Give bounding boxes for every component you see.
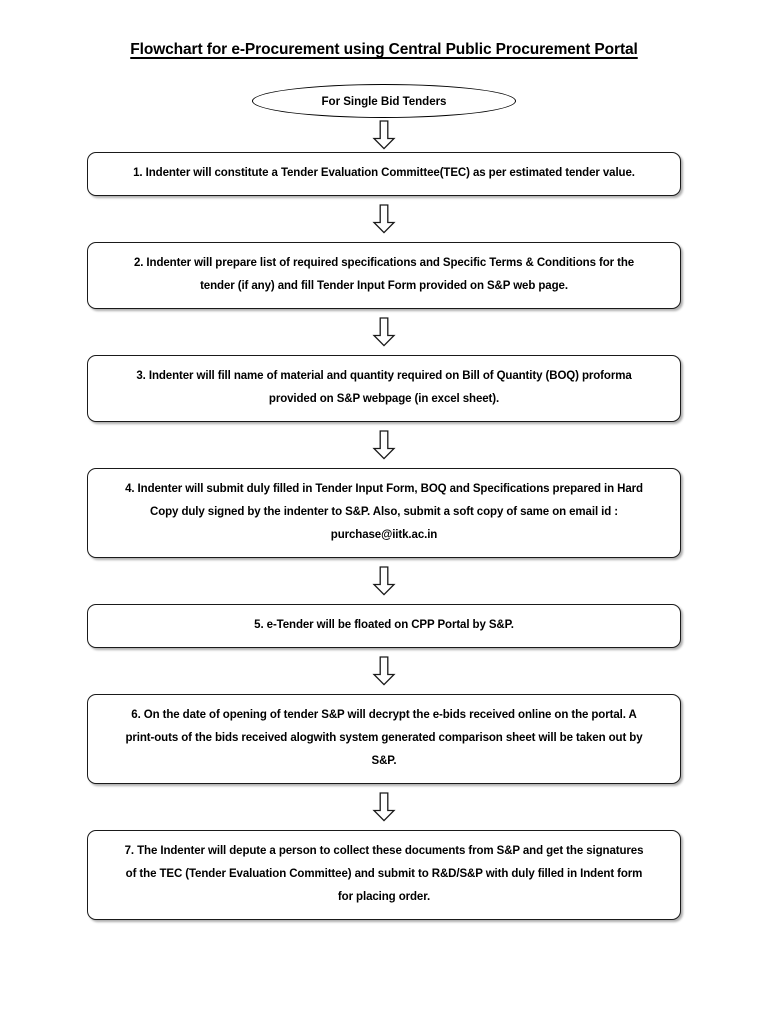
- page-title-text: Flowchart for e-Procurement using Centra…: [130, 41, 638, 58]
- step-box-3: 3. Indenter will fill name of material a…: [87, 355, 681, 422]
- down-block-arrow-icon: [372, 656, 396, 686]
- connector-arrow-1: [0, 118, 768, 152]
- step-2-line-2: tender (if any) and fill Tender Input Fo…: [200, 280, 568, 292]
- step-6-line-1: 6. On the date of opening of tender S&P …: [131, 709, 637, 721]
- step-row-6: 6. On the date of opening of tender S&P …: [0, 694, 768, 784]
- down-block-arrow-icon: [372, 430, 396, 460]
- step-7-line-3: for placing order.: [337, 891, 431, 903]
- step-4-email: purchase@iitk.ac.in: [330, 529, 438, 541]
- step-6-line-3: S&P.: [371, 755, 397, 767]
- step-row-5: 5. e-Tender will be floated on CPP Porta…: [0, 604, 768, 648]
- step-4-line-1: 4. Indenter will submit duly filled in T…: [125, 483, 643, 495]
- connector-arrow-7: [0, 784, 768, 830]
- step-4-line-2: Copy duly signed by the indenter to S&P.…: [150, 506, 618, 518]
- step-box-4: 4. Indenter will submit duly filled in T…: [87, 468, 681, 558]
- connector-arrow-3: [0, 309, 768, 355]
- step-1-line-1: 1. Indenter will constitute a Tender Eva…: [133, 167, 635, 179]
- down-block-arrow-icon: [372, 204, 396, 234]
- start-node-row: For Single Bid Tenders: [0, 84, 768, 118]
- step-3-line-2: provided on S&P webpage (in excel sheet)…: [268, 393, 500, 405]
- step-3-line-1: 3. Indenter will fill name of material a…: [136, 370, 632, 382]
- step-row-3: 3. Indenter will fill name of material a…: [0, 355, 768, 422]
- step-row-4: 4. Indenter will submit duly filled in T…: [0, 468, 768, 558]
- step-row-1: 1. Indenter will constitute a Tender Eva…: [0, 152, 768, 196]
- step-5-line-1: 5. e-Tender will be floated on CPP Porta…: [254, 619, 514, 631]
- step-row-2: 2. Indenter will prepare list of require…: [0, 242, 768, 309]
- down-block-arrow-icon: [372, 792, 396, 822]
- down-block-arrow-icon: [372, 317, 396, 347]
- connector-arrow-5: [0, 558, 768, 604]
- step-box-5: 5. e-Tender will be floated on CPP Porta…: [87, 604, 681, 648]
- step-box-7: 7. The Indenter will depute a person to …: [87, 830, 681, 920]
- down-block-arrow-icon: [372, 120, 396, 150]
- step-box-2: 2. Indenter will prepare list of require…: [87, 242, 681, 309]
- flowchart-container: For Single Bid Tenders 1. Indenter will …: [0, 84, 768, 920]
- step-7-line-1: 7. The Indenter will depute a person to …: [124, 845, 644, 857]
- step-2-line-1: 2. Indenter will prepare list of require…: [133, 257, 635, 269]
- page-title: Flowchart for e-Procurement using Centra…: [0, 40, 768, 60]
- connector-arrow-6: [0, 648, 768, 694]
- step-6-line-2: print-outs of the bids received alogwith…: [125, 732, 643, 744]
- connector-arrow-2: [0, 196, 768, 242]
- connector-arrow-4: [0, 422, 768, 468]
- start-node-label: For Single Bid Tenders: [321, 94, 447, 108]
- step-row-7: 7. The Indenter will depute a person to …: [0, 830, 768, 920]
- step-box-6: 6. On the date of opening of tender S&P …: [87, 694, 681, 784]
- start-node-oval: For Single Bid Tenders: [252, 84, 516, 118]
- step-7-line-2: of the TEC (Tender Evaluation Committee)…: [125, 868, 643, 880]
- step-box-1: 1. Indenter will constitute a Tender Eva…: [87, 152, 681, 196]
- down-block-arrow-icon: [372, 566, 396, 596]
